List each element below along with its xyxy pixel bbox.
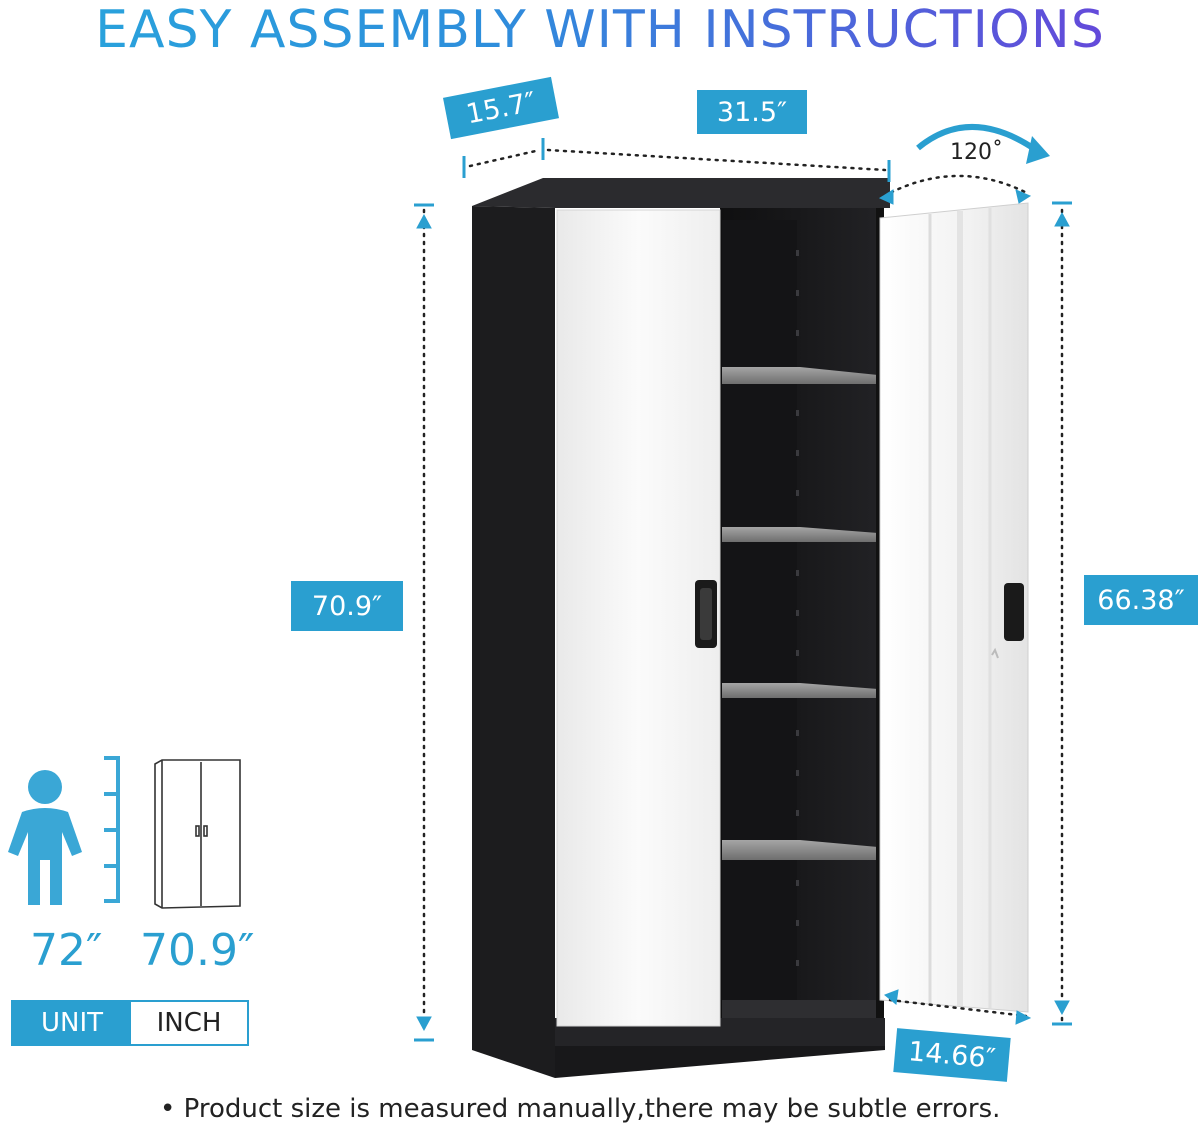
interior-height-label: 66.38″ xyxy=(1084,575,1198,625)
unit-value: INCH xyxy=(131,1002,247,1044)
width-label: 31.5″ xyxy=(697,90,807,134)
unit-label: UNIT xyxy=(13,1002,131,1044)
right-door-open xyxy=(879,202,1029,1013)
headline: EASY ASSEMBLY WITH INSTRUCTIONS xyxy=(0,0,1200,60)
dimension-lines xyxy=(422,148,1064,1036)
rotation-arrow-icon xyxy=(916,124,1038,153)
person-icon xyxy=(8,770,82,905)
door-angle-label: 120˚ xyxy=(950,140,1003,165)
shelves xyxy=(722,367,878,1018)
measurement-note: • Product size is measured manually,ther… xyxy=(160,1094,1001,1124)
unit-indicator: UNIT INCH xyxy=(11,1000,249,1046)
mini-cabinet-icon xyxy=(154,759,241,909)
ruler-icon xyxy=(104,756,120,903)
left-door xyxy=(556,209,721,1027)
dimension-caps xyxy=(414,138,1072,1042)
height-label: 70.9″ xyxy=(291,581,403,631)
human-height-value: 72″ xyxy=(30,925,103,976)
shelf-adjust-holes xyxy=(796,250,799,966)
cabinet-height-value: 70.9″ xyxy=(140,925,255,976)
door-handle-right xyxy=(1004,583,1024,641)
